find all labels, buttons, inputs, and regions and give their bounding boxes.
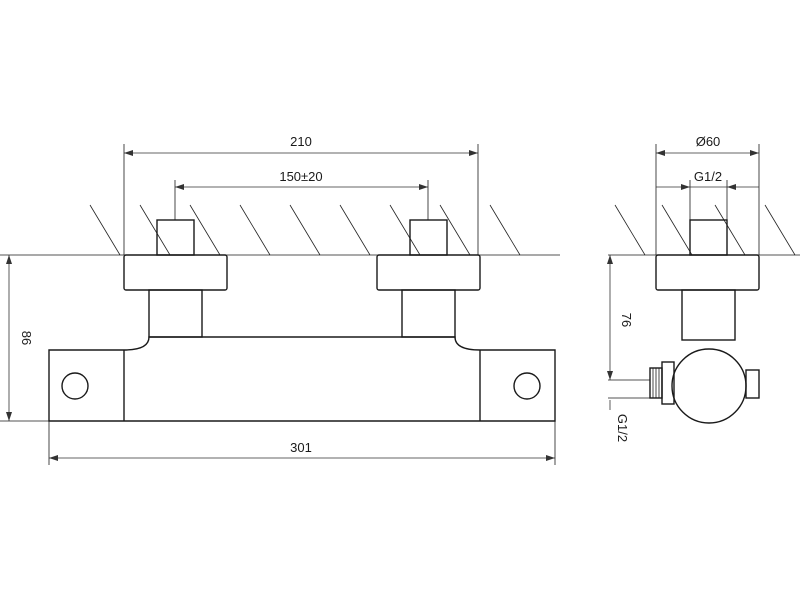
dim-thread-outlet-label: G1/2 <box>615 414 630 442</box>
side-wall-rosette <box>655 254 760 291</box>
side-inlet-stub <box>689 219 728 256</box>
dim-thread-top-label: G1/2 <box>694 169 722 184</box>
right-wall-rosette <box>376 254 481 291</box>
dim-overall-width-label: 210 <box>290 134 312 149</box>
side-outlet-nipple <box>649 361 675 405</box>
right-connector <box>401 289 456 338</box>
dim-overall-width: 210 <box>123 134 479 255</box>
side-body-circle <box>671 348 747 424</box>
side-handle-stub <box>745 369 760 399</box>
wall-hatching <box>89 204 521 256</box>
side-connector <box>681 289 736 341</box>
left-handle-circle <box>61 372 89 400</box>
dim-inlet-spacing: 150±20 <box>174 169 429 220</box>
dim-thread-top: G1/2 <box>656 169 759 220</box>
left-inlet-stub <box>156 219 195 256</box>
front-view: 210 150±20 86 301 <box>0 134 560 465</box>
left-wall-rosette <box>123 254 228 291</box>
right-handle-circle <box>513 372 541 400</box>
dim-diameter-label: Ø60 <box>696 134 721 149</box>
right-inlet-stub <box>409 219 448 256</box>
side-wall-hatching <box>614 204 796 256</box>
dim-inlet-spacing-label: 150±20 <box>279 169 322 184</box>
dim-total-length: 301 <box>48 421 556 465</box>
valve-body <box>48 336 556 422</box>
side-view: Ø60 G1/2 76 G1/2 <box>607 134 800 442</box>
dim-thread-outlet: G1/2 <box>608 397 650 442</box>
dim-diameter: Ø60 <box>655 134 760 255</box>
left-connector <box>148 289 203 338</box>
dim-depth-label: 76 <box>619 313 634 327</box>
dim-body-height: 86 <box>0 255 49 422</box>
dim-total-length-label: 301 <box>290 440 312 455</box>
dim-depth: 76 <box>607 255 650 381</box>
dim-body-height-label: 86 <box>19 331 34 345</box>
